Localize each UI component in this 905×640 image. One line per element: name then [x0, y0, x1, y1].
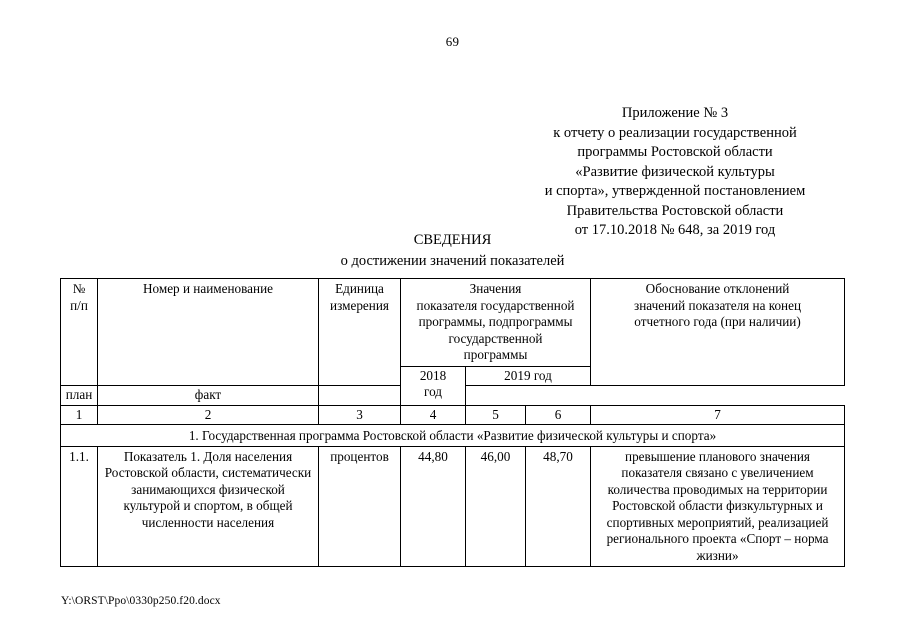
values-line-3: программы, подпрограммы [418, 314, 573, 329]
header-cell-plan: план [60, 385, 98, 406]
values-line-1: Значения [469, 281, 522, 296]
appendix-line-6: Правительства Ростовской области [566, 202, 784, 219]
table-header-row-planfact: план факт [60, 385, 845, 406]
appendix-line-5: и спорта», утвержденной постановлением [544, 183, 806, 199]
table-section-row: 1. Государственная программа Ростовской … [59, 423, 846, 447]
appendix-line-4: «Развитие физической культуры [575, 163, 775, 180]
justification-line-2: значений показателя на конец [633, 297, 802, 313]
appendix-line-1: Приложение № 3 [621, 105, 729, 121]
justification-line-3: отчетного года (при наличии) [634, 314, 801, 329]
row-fact-2019: 48,70 [524, 445, 592, 567]
table-row: 1.1. Показатель 1. Доля населения Ростов… [60, 445, 846, 567]
header-cell-justification: Обоснование отклонений значений показате… [590, 278, 846, 386]
header-cell-name: Номер и наименование [97, 278, 319, 386]
footer-file-path: Y:\ORST\Ppo\0330p250.f20.docx [61, 595, 221, 607]
header-number-line1: № [72, 281, 86, 296]
appendix-header-block: Приложение № 3 к отчету о реализации гос… [505, 104, 845, 241]
appendix-line-3: программы Ростовской области [577, 144, 773, 160]
row-indicator-name: Показатель 1. Доля населения Ростовской … [97, 445, 319, 567]
year-2018-line2: год [423, 384, 442, 399]
column-number-6: 6 [524, 404, 592, 425]
row-justification: превышение планового значения показателя… [590, 445, 846, 567]
values-line-4: государственной [448, 330, 543, 346]
appendix-line-2: к отчету о реализации государственной [553, 124, 797, 141]
appendix-line-7: от 17.10.2018 № 648, за 2019 год [574, 222, 776, 238]
table-header-row-main: № п/п Номер и наименование Единица измер… [60, 278, 846, 386]
column-number-3: 3 [318, 404, 401, 425]
row-unit: процентов [318, 445, 401, 567]
row-value-2018: 44,80 [400, 445, 466, 567]
row-plan-2019: 46,00 [465, 445, 526, 567]
section-row-label: 1. Государственная программа Ростовской … [59, 423, 846, 447]
header-unit-line2: измерения [330, 297, 389, 313]
header-cell-year-2018: 2018 год [400, 365, 466, 406]
page-number: 69 [445, 34, 460, 49]
table-header-row-years: 2018 год 2019 год [61, 365, 845, 406]
row-index: 1.1. [60, 445, 98, 567]
header-cell-number: № п/п [60, 278, 98, 386]
document-title: СВЕДЕНИЯ [413, 232, 492, 248]
column-number-5: 5 [465, 404, 526, 425]
year-2018-line1: 2018 [419, 367, 447, 383]
values-line-2: показателя государственной [416, 297, 575, 313]
indicators-table: № п/п Номер и наименование Единица измер… [59, 278, 846, 567]
header-cell-unit: Единица измерения [318, 278, 401, 386]
values-line-5: программы [463, 347, 528, 362]
document-title-block: СВЕДЕНИЯ о достижении значений показател… [0, 230, 905, 272]
header-cell-year-2019: 2019 год [464, 365, 592, 386]
header-cell-values-group: Значения показателя государственной прог… [399, 278, 592, 367]
header-number-line2: п/п [70, 297, 88, 313]
header-unit-line1: Единица [335, 281, 384, 296]
document-subtitle: о достижении значений показателей [340, 253, 565, 269]
header-cell-fact: факт [97, 385, 319, 406]
column-number-4: 4 [400, 404, 466, 425]
table-column-numbers-row: 1 2 3 4 5 6 7 [60, 404, 846, 425]
justification-line-1: Обоснование отклонений [645, 281, 790, 296]
column-number-2: 2 [97, 404, 319, 425]
column-number-1: 1 [60, 404, 98, 425]
column-number-7: 7 [590, 404, 846, 425]
